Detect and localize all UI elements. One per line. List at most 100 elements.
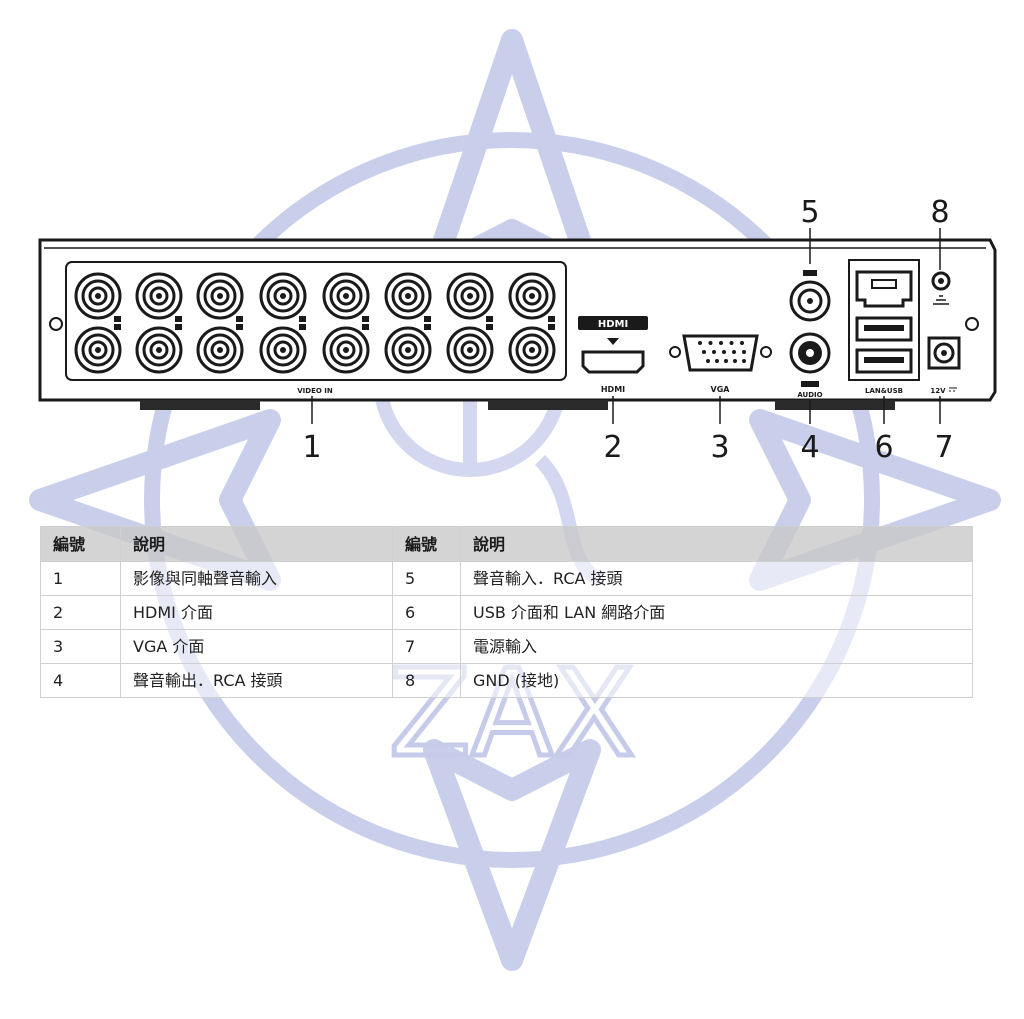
vga-port xyxy=(669,334,772,372)
vga-pin xyxy=(698,341,702,345)
table-cell: USB 介面和 LAN 網路介面 xyxy=(460,595,973,630)
foot xyxy=(140,400,260,410)
hdmi-logo-text: HDMI xyxy=(598,319,628,330)
channel-mark xyxy=(486,316,493,322)
video-in-panel xyxy=(65,261,567,381)
vga-pin xyxy=(715,359,719,363)
bnc-video-input-port xyxy=(259,272,307,320)
header-number: 編號 xyxy=(392,526,461,562)
dc-symbol-icon xyxy=(949,387,957,392)
callout-4: 4 xyxy=(800,430,819,465)
dvr-rear-panel-diagram: HDMI HDMI VGA AUDIO LAN&USB xyxy=(38,195,997,465)
vga-pin xyxy=(719,341,723,345)
table-cell: 5 xyxy=(392,561,461,596)
callout-2: 2 xyxy=(603,430,622,465)
header-description: 說明 xyxy=(120,526,393,562)
audio-in-rca-port xyxy=(789,280,831,322)
callout-6: 6 xyxy=(874,430,893,465)
audio-out-rca-port xyxy=(789,332,831,374)
channel-mark xyxy=(175,316,182,322)
lan-usb-label: LAN&USB xyxy=(865,387,903,395)
table-row: 2 HDMI 介面 6 USB 介面和 LAN 網路介面 xyxy=(40,595,973,630)
bnc-video-input-port xyxy=(135,326,183,374)
header-number: 編號 xyxy=(40,526,121,562)
table-cell: 8 xyxy=(392,663,461,698)
bnc-video-input-port xyxy=(384,326,432,374)
watermark-ring xyxy=(144,132,880,868)
channel-mark xyxy=(424,324,431,330)
hdmi-logo xyxy=(578,316,648,330)
foot xyxy=(775,400,895,410)
bnc-video-input-port xyxy=(446,272,494,320)
table-row: 4 聲音輸出．RCA 接頭 8 GND (接地) xyxy=(40,663,973,698)
lan-usb-panel xyxy=(848,259,920,381)
channel-mark xyxy=(236,316,243,322)
callout-lines xyxy=(311,228,941,424)
vga-pin xyxy=(724,359,728,363)
bnc-video-input-port xyxy=(446,326,494,374)
table-row: 1 影像與同軸聲音輸入 5 聲音輸入．RCA 接頭 xyxy=(40,561,973,596)
bnc-video-input-port xyxy=(135,272,183,320)
usb-port xyxy=(855,348,913,374)
video-in-label: VIDEO IN xyxy=(297,387,333,395)
compass-north-point xyxy=(423,29,601,281)
table-cell: 4 xyxy=(40,663,121,698)
table-cell: 2 xyxy=(40,595,121,630)
channel-mark xyxy=(362,316,369,322)
compass-south-point xyxy=(423,739,601,971)
bnc-video-input-port xyxy=(196,326,244,374)
table-row: 3 VGA 介面 7 電源輸入 xyxy=(40,629,973,664)
vga-pin xyxy=(712,350,716,354)
callout-8: 8 xyxy=(930,195,949,230)
vga-pin xyxy=(706,359,710,363)
vga-pin xyxy=(742,359,746,363)
channel-mark xyxy=(548,324,555,330)
channel-mark xyxy=(548,316,555,322)
vga-pin xyxy=(702,350,706,354)
vga-label: VGA xyxy=(711,385,731,394)
table-cell: 聲音輸入．RCA 接頭 xyxy=(460,561,973,596)
table-cell: 影像與同軸聲音輸入 xyxy=(120,561,393,596)
header-description: 說明 xyxy=(460,526,973,562)
ground-icon xyxy=(933,295,949,305)
lan-port xyxy=(855,270,913,308)
vga-pin xyxy=(722,350,726,354)
channel-mark xyxy=(362,324,369,330)
channel-mark xyxy=(236,324,243,330)
bnc-video-input-port xyxy=(508,272,556,320)
channel-mark xyxy=(114,316,121,322)
table-cell: 7 xyxy=(392,629,461,664)
table-header-row: 編號 說明 編號 說明 xyxy=(40,526,973,562)
table-cell: 電源輸入 xyxy=(460,629,973,664)
audio-in-mark xyxy=(803,270,817,276)
table-cell: HDMI 介面 xyxy=(120,595,393,630)
vga-pin xyxy=(708,341,713,345)
hdmi-port xyxy=(581,350,645,374)
usb-port xyxy=(855,316,913,342)
screw-icon xyxy=(965,317,979,331)
bnc-video-input-port xyxy=(384,272,432,320)
port-description-table: 編號 說明 編號 說明 1 影像與同軸聲音輸入 5 聲音輸入．RCA 接頭 2 … xyxy=(40,526,973,698)
table-cell: 6 xyxy=(392,595,461,630)
channel-mark xyxy=(299,316,306,322)
bnc-video-input-port xyxy=(508,326,556,374)
dc-power-jack xyxy=(927,336,961,370)
gnd-terminal xyxy=(931,271,951,291)
table-cell: VGA 介面 xyxy=(120,629,393,664)
bnc-connector-group xyxy=(74,272,556,374)
foot xyxy=(488,400,608,410)
hdmi-label: HDMI xyxy=(601,385,625,394)
channel-mark xyxy=(175,324,182,330)
bnc-video-input-port xyxy=(322,272,370,320)
arrow-down-icon xyxy=(607,338,619,345)
vga-pin xyxy=(732,350,736,354)
table-cell: GND (接地) xyxy=(460,663,973,698)
chassis-outline xyxy=(38,238,997,402)
channel-mark xyxy=(114,324,121,330)
vga-pin xyxy=(740,341,744,345)
bnc-video-input-port xyxy=(196,272,244,320)
vga-pin xyxy=(742,350,746,354)
audio-label: AUDIO xyxy=(797,391,822,399)
channel-mark xyxy=(299,324,306,330)
